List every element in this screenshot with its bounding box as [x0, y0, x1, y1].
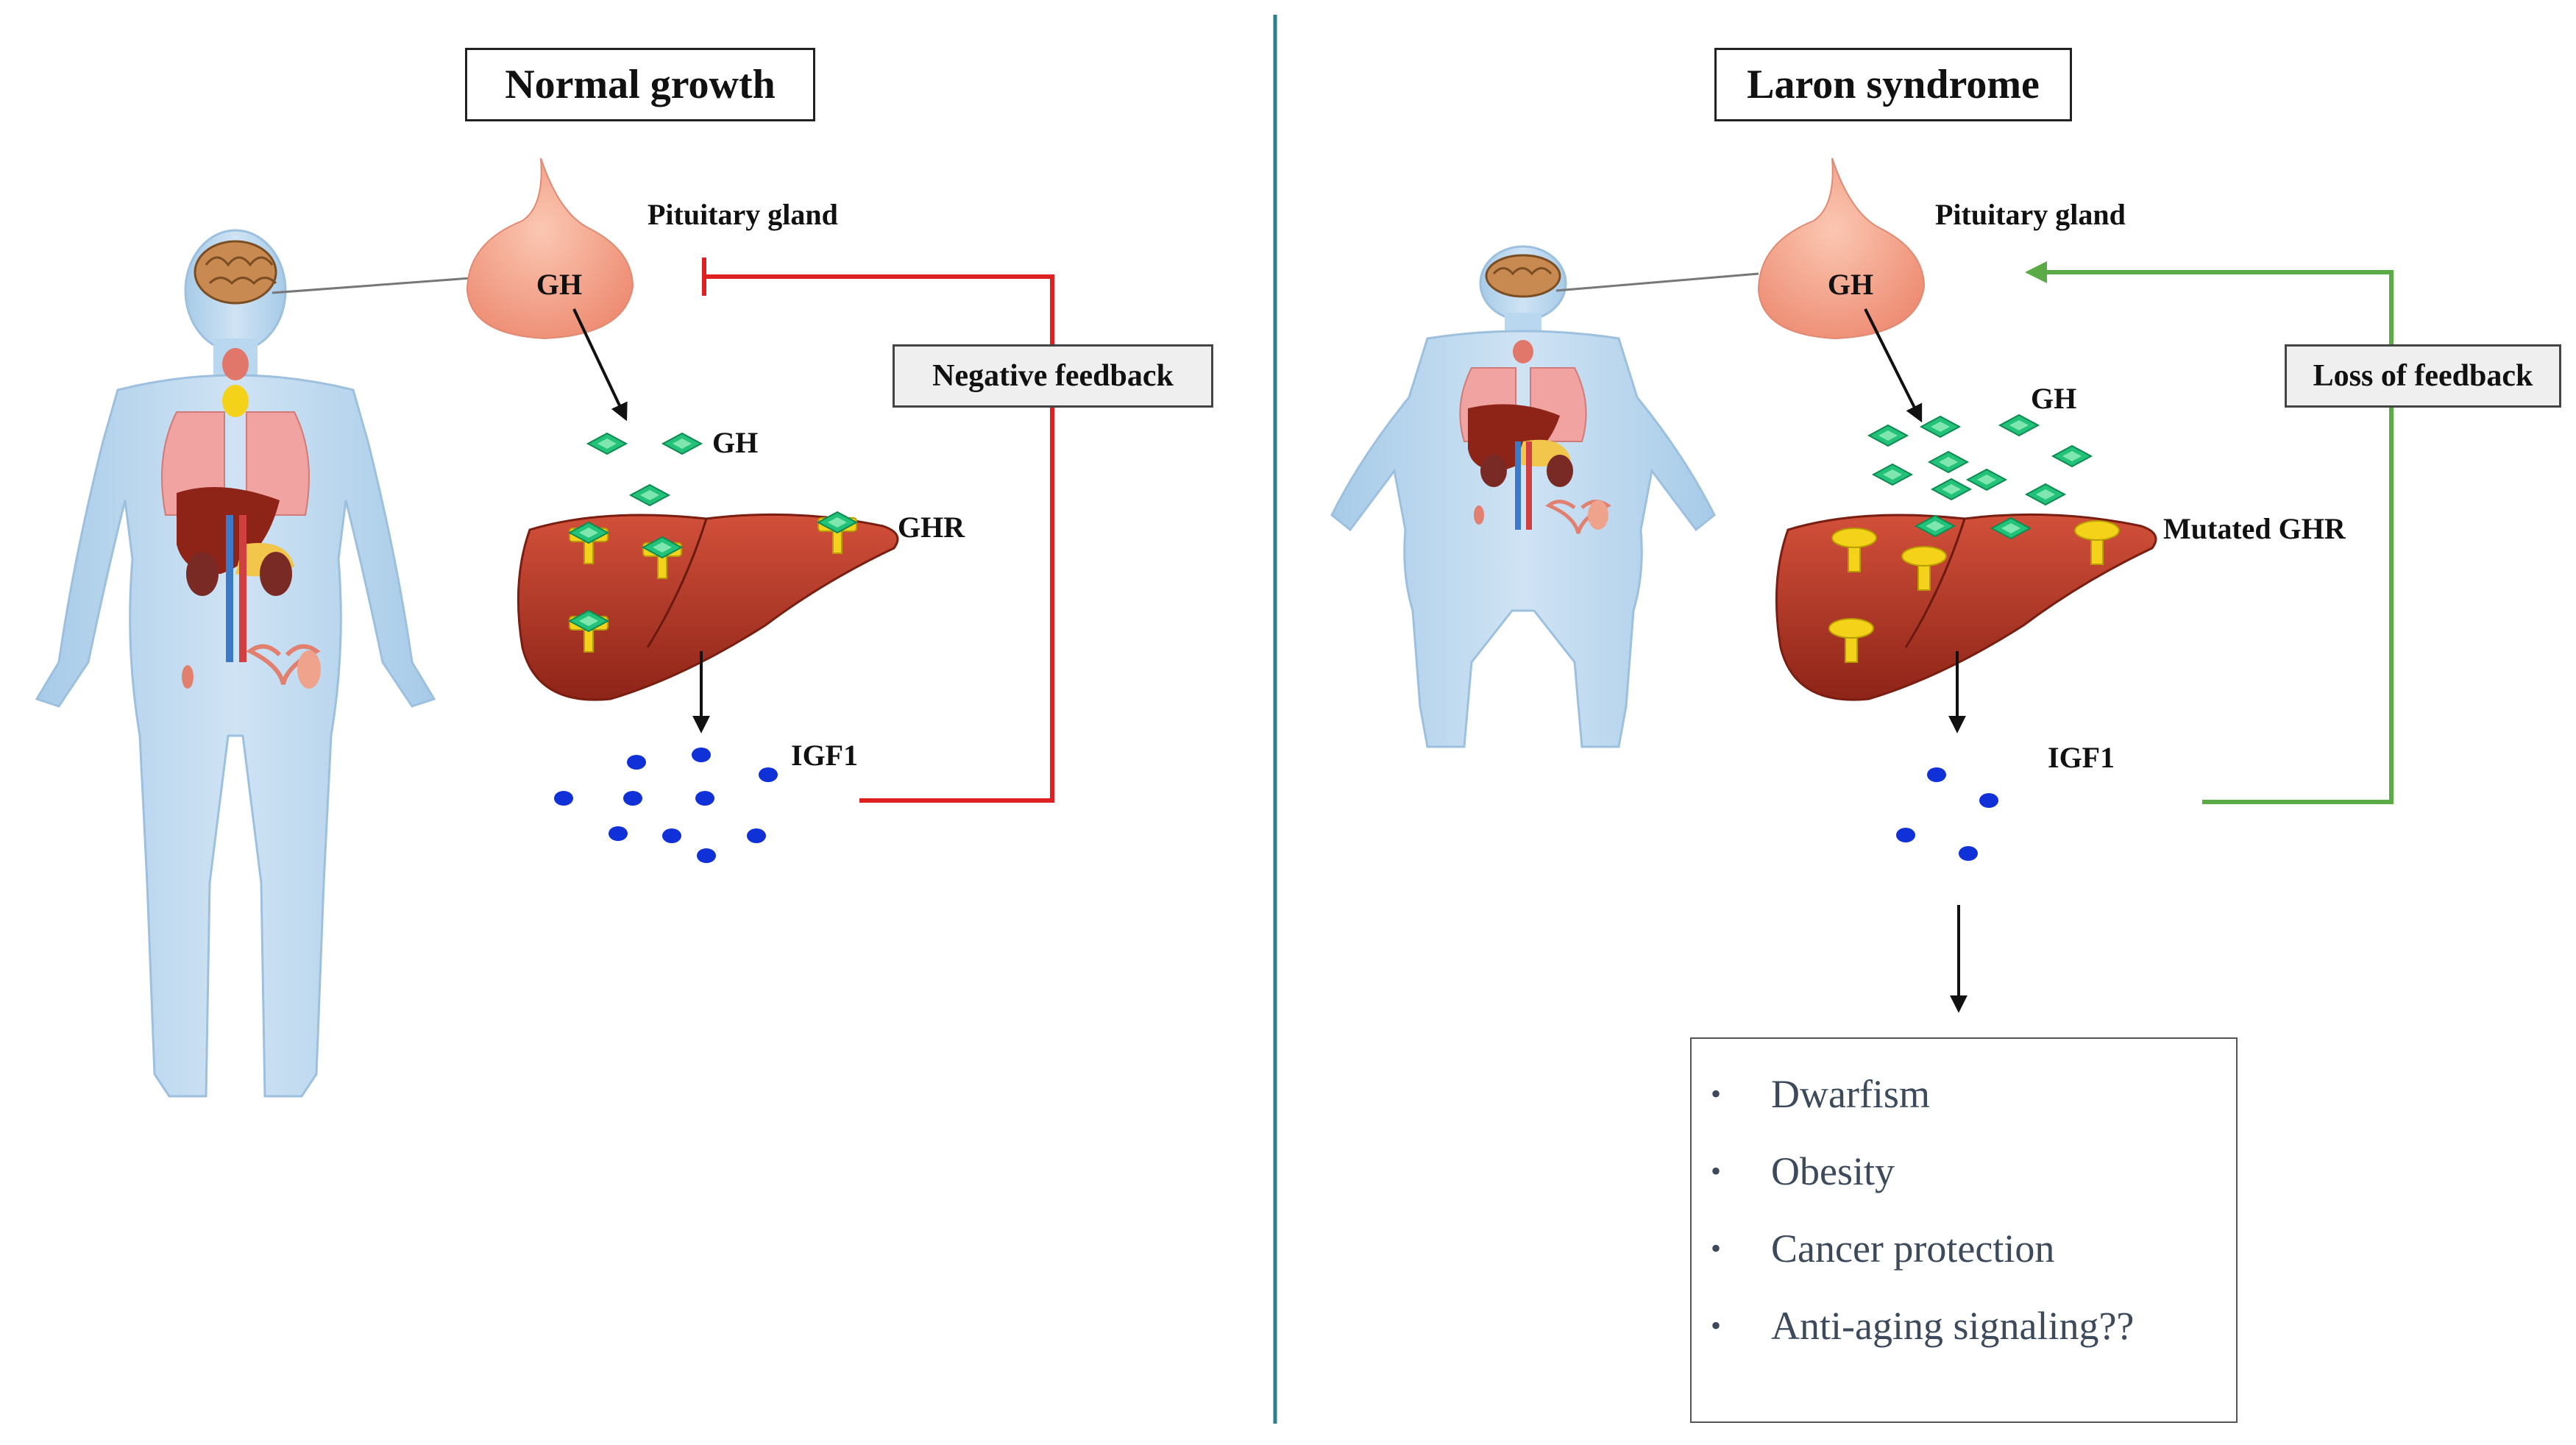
bullet-icon: •: [1711, 1232, 1722, 1265]
igf1-molecule: [1959, 846, 1978, 861]
igf1-molecule: [1896, 828, 1915, 842]
igf1-molecule: [1979, 793, 1998, 808]
gh-molecule: [630, 484, 670, 506]
igf1-molecule: [1927, 767, 1946, 782]
normal-growth-title: Normal growth: [465, 48, 815, 121]
pituitary-gland-laron: [1757, 157, 1926, 340]
loss-of-feedback-line: [2025, 261, 2394, 804]
gland-hormone-label: GH: [536, 268, 582, 301]
gh-label: GH: [712, 426, 758, 459]
outcome-text: Anti-aging signaling??: [1771, 1304, 2135, 1348]
bullet-icon: •: [1711, 1077, 1722, 1110]
gh-molecule: [1868, 425, 1908, 447]
negative-feedback-box: Negative feedback: [893, 344, 1213, 408]
igf1-molecule: [692, 748, 711, 762]
gh-molecule: [1929, 451, 1968, 473]
ghr-label: GHR: [898, 511, 965, 544]
igf1-molecule: [627, 755, 646, 770]
laron-outcomes-box: • Dwarfism • Obesity • Cancer protection • A…: [1690, 1037, 2238, 1423]
igf1-molecule: [747, 828, 766, 843]
igf1-molecule: [623, 791, 642, 806]
outcome-text: Obesity: [1771, 1149, 1895, 1193]
igf1-molecule: [695, 791, 714, 806]
gh-molecule: [1967, 469, 2006, 491]
gh-molecule: [662, 433, 702, 455]
outcome-text: Dwarfism: [1771, 1072, 1930, 1116]
igf1-label: IGF1: [791, 739, 858, 772]
gh-secretion-arrow: [572, 308, 628, 422]
outcome-item: • Cancer protection: [1692, 1215, 2236, 1293]
liver-laron: [1775, 513, 2157, 701]
human-body-dwarf: [1330, 245, 1759, 748]
pituitary-gland-normal: [466, 157, 634, 340]
bullet-icon: •: [1711, 1154, 1722, 1187]
laron-syndrome-title: Laron syndrome: [1714, 48, 2072, 121]
negative-feedback-line: [704, 274, 1054, 803]
igf1-molecule: [554, 791, 573, 806]
pituitary-label: Pituitary gland: [647, 198, 838, 231]
mutated-ghr-label: Mutated GHR: [2163, 512, 2346, 545]
outcome-text: Cancer protection: [1771, 1226, 2055, 1271]
outcomes-list: • Dwarfism • Obesity • Cancer protection • A…: [1692, 1039, 2236, 1370]
igf1-molecule: [608, 826, 628, 841]
outcome-item: • Dwarfism: [1692, 1061, 2236, 1138]
gh-molecule: [2026, 483, 2065, 505]
gh-molecule: [1931, 478, 1971, 500]
outcome-item: • Obesity: [1692, 1138, 2236, 1215]
gland-hormone-label: GH: [1828, 268, 1873, 301]
human-body-normal: [35, 229, 472, 1098]
gh-molecule: [2052, 445, 2092, 467]
gh-label: GH: [2031, 382, 2076, 415]
gh-molecule: [1920, 416, 1960, 438]
igf1-molecule: [759, 767, 778, 782]
igf1-molecule: [662, 828, 681, 843]
igf1-label: IGF1: [2048, 741, 2115, 774]
igf1-molecule: [697, 848, 716, 863]
loss-of-feedback-box: Loss of feedback: [2285, 344, 2561, 408]
gh-molecule: [1873, 464, 1912, 486]
outcome-item: • Anti-aging signaling??: [1692, 1293, 2236, 1370]
gh-molecule: [1999, 414, 2039, 436]
pituitary-label: Pituitary gland: [1935, 198, 2126, 231]
gh-molecule: [587, 433, 627, 455]
bullet-icon: •: [1711, 1309, 1722, 1342]
liver-normal: [517, 513, 899, 701]
gh-secretion-arrow: [1864, 308, 1923, 423]
